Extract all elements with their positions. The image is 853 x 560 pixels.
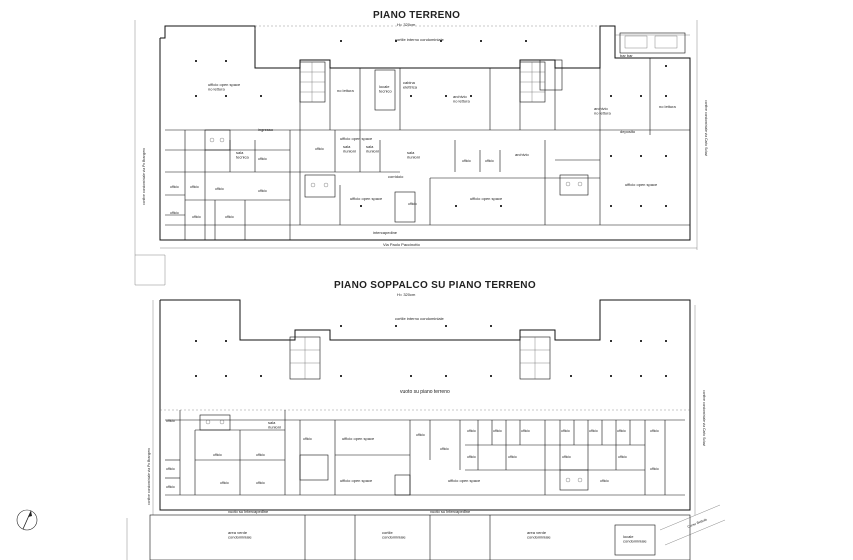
label-intercapedine: intercapedine [373, 230, 398, 235]
label-ufficio-1: ufficio [170, 185, 179, 189]
label-m-ufficio-7: ufficio [256, 481, 265, 485]
label-ufficio-10: ufficio [462, 159, 471, 163]
label-m-ufficio-2: ufficio [166, 467, 175, 471]
label-bar: bar bar [620, 53, 633, 58]
label-m-ufficio-3: ufficio [166, 485, 175, 489]
label-ufficio-7: ufficio [225, 215, 234, 219]
label-m-ufficio-21: ufficio [618, 455, 627, 459]
label-ufficio-11: ufficio [485, 159, 494, 163]
label-m-ufficio-12: ufficio [493, 429, 502, 433]
label-m-open-space-c: ufficio open space [448, 478, 481, 483]
label-open-space-bottom: ufficio open space [350, 196, 383, 201]
label-ufficio-4: ufficio [258, 189, 267, 193]
label-vuoto-intercapedine-l: vuoto su intercapedine [228, 509, 269, 514]
label-vuoto-intercapedine-r: vuoto su intercapedine [430, 509, 471, 514]
label-corridoio: corridoio [388, 174, 404, 179]
label-m-ufficio-14: ufficio [561, 429, 570, 433]
label-vuoto: vuoto su piano terreno [400, 389, 450, 395]
mezzanine-floor-plan: cortile interno condominiale vuoto su pi… [126, 299, 726, 560]
north-arrow-icon [16, 509, 38, 531]
label-ufficio-9: ufficio [315, 147, 324, 151]
label-m-ufficio-19: ufficio [508, 455, 517, 459]
label-open-space-mid: ufficio open space [340, 136, 373, 141]
label-m-ufficio-9: ufficio [416, 433, 425, 437]
label-m-ufficio-17: ufficio [650, 429, 659, 433]
label-bottom-road: Via Paolo Paccinotto [383, 242, 421, 247]
label-m-ufficio-6: ufficio [220, 481, 229, 485]
label-no-lettura: no lettura [337, 88, 354, 93]
label-ufficio-8: ufficio [258, 157, 267, 161]
label-side-left-mezz: confine condominiale via Po Brangero [147, 448, 151, 505]
label-deposito: deposito [620, 129, 636, 134]
label-ufficio-2: ufficio [190, 185, 199, 189]
label-m-ufficio-13: ufficio [521, 429, 530, 433]
plan-title-ground: PIANO TERRENO [373, 10, 461, 21]
plan-title-mezzanine: PIANO SOPPALCO SU PIANO TERRENO [334, 280, 536, 291]
label-m-ufficio-18: ufficio [467, 455, 476, 459]
label-ufficio-6: ufficio [192, 215, 201, 219]
columns-mezzanine [195, 325, 667, 377]
columns-ground [195, 40, 667, 207]
label-m-ufficio-20: ufficio [562, 455, 571, 459]
plan-height-mezzanine: H= 320cm [397, 292, 416, 297]
label-road-mezz: Corso Bettola [687, 517, 708, 528]
label-open-space-right: ufficio open space [625, 182, 658, 187]
label-cortile-mezz: cortile interno condominiale [395, 316, 444, 321]
label-side-right-mezz: confine condominiale via Carlo Sclavi [702, 390, 706, 446]
label-m-ufficio-4: ufficio [213, 453, 222, 457]
label-m-ufficio-23: ufficio [600, 479, 609, 483]
office-cells-right [465, 420, 666, 495]
label-m-open-space-a: ufficio open space [342, 436, 375, 441]
label-ufficio-5: ufficio [170, 211, 179, 215]
label-ingresso: ingresso [258, 127, 274, 132]
label-m-ufficio-5: ufficio [256, 453, 265, 457]
label-m-ufficio-16: ufficio [617, 429, 626, 433]
label-m-ufficio-11: ufficio [467, 429, 476, 433]
ground-floor-plan: cortile interno condominiale ufficio ope… [134, 20, 708, 286]
label-side-right-ground: confine condominiale via Carlo Sclavi [704, 100, 708, 156]
label-ufficio-12: ufficio [408, 202, 417, 206]
label-m-ufficio-8: ufficio [303, 437, 312, 441]
plan-height-ground: H= 320cm [397, 22, 416, 27]
label-m-ufficio-1: ufficio [166, 419, 175, 423]
label-open-space-bottom-2: ufficio open space [470, 196, 503, 201]
label-cortile-ground: cortile interno condominiale [395, 37, 444, 42]
label-ufficio-3: ufficio [215, 187, 224, 191]
label-m-ufficio-10: ufficio [440, 447, 449, 451]
label-no-lettura-r: no lettura [659, 104, 676, 109]
label-m-open-space-b: ufficio open space [340, 478, 373, 483]
label-side-left-ground: confine condominiale via Po Brangero [142, 148, 146, 205]
label-archivio: archivio [515, 152, 530, 157]
label-m-ufficio-15: ufficio [589, 429, 598, 433]
label-m-ufficio-22: ufficio [650, 467, 659, 471]
